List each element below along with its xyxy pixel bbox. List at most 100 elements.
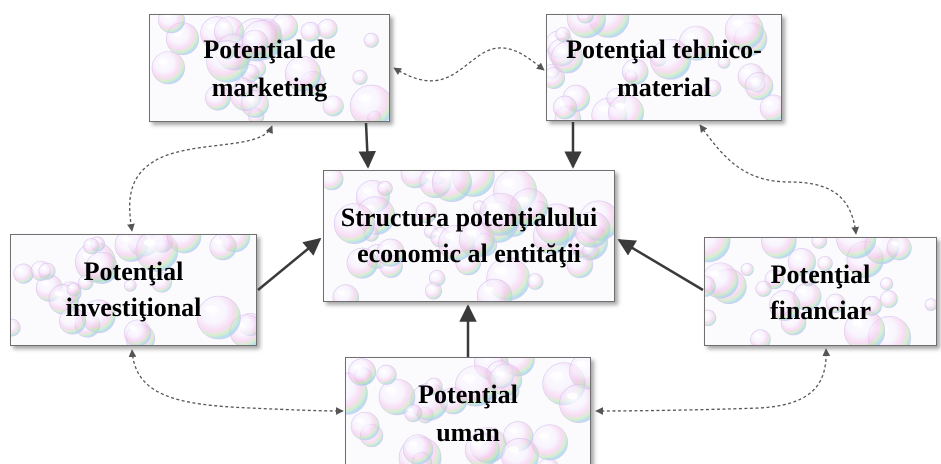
bubble-highlight (471, 440, 482, 447)
dashed-link-marketing-investitional (127, 125, 273, 232)
bubble (501, 437, 539, 464)
bubble-highlight (324, 172, 332, 177)
bubble-highlight (571, 257, 580, 262)
bubble-highlight (439, 171, 451, 178)
bubble-highlight (434, 231, 440, 235)
bubble-highlight (223, 49, 227, 52)
bubble-highlight (487, 202, 500, 210)
bubble-highlight (91, 258, 101, 265)
bubbles-background (151, 15, 389, 121)
bubble-highlight (40, 280, 49, 285)
bubbles-background (705, 238, 936, 345)
bubble-highlight (385, 386, 396, 393)
node-label-line2: uman (436, 418, 500, 447)
bubble-highlight (382, 244, 390, 250)
bubble-highlight (475, 203, 480, 206)
bubble (836, 238, 877, 259)
bubble-highlight (64, 313, 72, 318)
bubble (11, 318, 21, 337)
bubble (425, 282, 443, 300)
bubbles-background (346, 358, 590, 464)
bubble-highlight (445, 393, 453, 398)
bubble-highlight (557, 101, 565, 105)
bubble-highlight (326, 100, 333, 104)
bubble-highlight (426, 227, 431, 231)
bubble (167, 235, 202, 254)
node-label-line2: marketing (211, 73, 328, 102)
bubble-highlight (417, 391, 429, 398)
bubble-highlight (246, 96, 254, 101)
bubble-highlight (462, 374, 475, 382)
bubble-highlight (820, 259, 825, 262)
bubble-highlight (304, 26, 310, 30)
bubble-highlight (238, 82, 244, 86)
bubble-highlight (407, 408, 413, 412)
node-potential-investitional: Potenţial investiţional (10, 234, 257, 346)
bubble (526, 273, 544, 290)
bubble-highlight (750, 78, 759, 83)
bubble-highlight (754, 334, 760, 338)
node-label-line1: Potenţial (83, 257, 184, 286)
bubble-highlight (366, 36, 371, 39)
bubble-highlight (798, 289, 807, 294)
bubble (349, 84, 389, 121)
bubble-highlight (34, 265, 41, 269)
bubble (476, 278, 513, 301)
bubble-highlight (598, 105, 609, 112)
arrow-investitional-to-center (257, 237, 322, 291)
bubble-highlight (380, 369, 386, 373)
bubble-highlight (803, 274, 808, 277)
bubble-highlight (356, 418, 365, 423)
bubble-highlight (765, 100, 773, 105)
bubble (377, 180, 393, 197)
bubble-highlight (566, 392, 578, 399)
bubble-highlight (321, 23, 327, 27)
bubble (83, 238, 100, 255)
bubble (750, 329, 771, 345)
bubble (886, 238, 912, 261)
bubble-highlight (481, 358, 489, 359)
bubble-highlight (657, 47, 670, 55)
bubble-highlight (380, 184, 385, 187)
bubble-highlight (567, 90, 576, 96)
bubble-highlight (550, 372, 563, 379)
bubble (464, 432, 500, 464)
bubble (332, 284, 360, 301)
bubble-highlight (610, 92, 616, 96)
node-label-line1: Potenţial de (203, 35, 336, 64)
node-label-line1: Potenţial tehnico- (566, 35, 762, 64)
bubble-highlight (163, 15, 171, 17)
bubble-highlight (214, 239, 223, 244)
bubble-highlight (355, 73, 360, 76)
bubble (811, 238, 828, 249)
node-potential-financiar: Potenţial financiar (704, 237, 937, 346)
bubble-highlight (205, 305, 218, 313)
bubble-highlight (465, 229, 476, 236)
bubble-highlight (275, 19, 284, 24)
bubble-highlight (428, 381, 434, 385)
bubble-highlight (352, 254, 362, 260)
bubble-highlight (158, 58, 168, 64)
bubble-highlight (501, 178, 514, 186)
bubble-highlight (814, 238, 819, 240)
node-label-line2: economic al entităţii (357, 239, 581, 268)
bubble-highlight (155, 276, 161, 281)
dashed-link-marketing-tehnico (393, 47, 545, 82)
bubble-highlight (742, 69, 751, 74)
bubble (577, 15, 594, 24)
bubble-highlight (210, 90, 218, 95)
bubble-highlight (54, 291, 63, 296)
bubble-highlight (246, 35, 255, 40)
bubble-highlight (851, 319, 864, 327)
node-label-line2: material (617, 73, 711, 102)
bubble-highlight (882, 280, 887, 283)
bubble-highlight (538, 432, 549, 439)
bubble-highlight (494, 266, 507, 274)
bubble-highlight (793, 254, 801, 259)
bubble-highlight (69, 285, 74, 289)
node-label-line2: investiţional (65, 293, 202, 322)
bubble-highlight (425, 173, 435, 179)
bubble-highlight (337, 290, 346, 295)
bubble-highlight (557, 48, 567, 54)
bubble-highlight (126, 282, 130, 285)
